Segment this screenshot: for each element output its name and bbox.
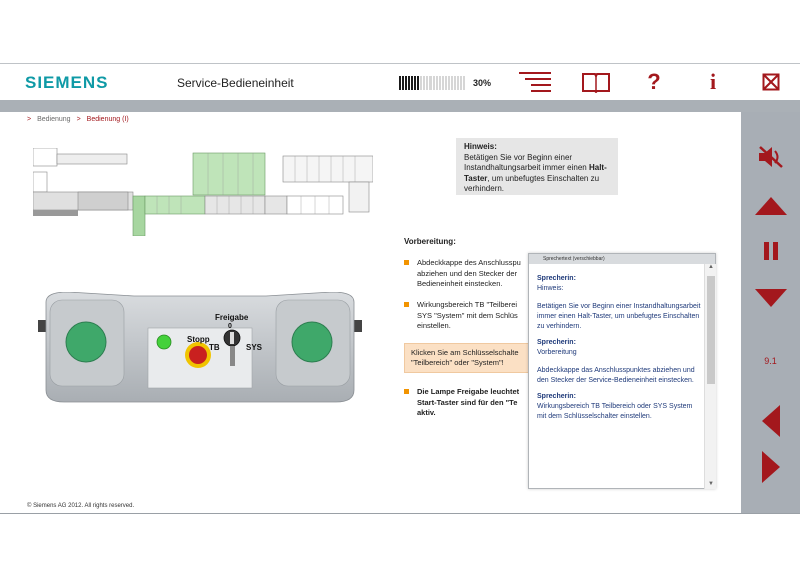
speaker-paragraph: Wirkungsbereich TB Teilbereich oder SYS … — [537, 403, 693, 420]
book-icon[interactable] — [580, 70, 612, 94]
speaker-heading: Sprecherin: — [537, 339, 576, 346]
hint-text-end: , um unbefugtes Einschalten zu verhinder… — [464, 173, 600, 194]
progress-segment — [441, 76, 444, 90]
hint-text: Betätigen Sie vor Beginn einer Instandha… — [464, 152, 587, 173]
progress-segment — [459, 76, 462, 90]
progress-segment — [405, 76, 408, 90]
service-operating-unit-illustration — [38, 292, 362, 403]
progress-segment — [438, 76, 441, 90]
up-arrow-icon[interactable] — [741, 196, 800, 216]
progress-bar — [399, 76, 466, 90]
speaker-heading: Sprecherin: — [537, 393, 576, 400]
progress-segment — [423, 76, 426, 90]
preparation-step: Abdeckkappe des Anschlusspu abziehen und… — [404, 258, 534, 290]
hint-box: Hinweis: Betätigen Sie vor Beginn einer … — [456, 138, 618, 195]
freigabe-zero-label: 0 — [228, 323, 232, 330]
page-title: Service-Bedieneinheit — [177, 76, 294, 90]
speaker-paragraph: Vorbereitung — [537, 349, 577, 356]
preparation-step: Wirkungsbereich TB "Teilberei SYS "Syste… — [404, 300, 534, 332]
progress-segment — [408, 76, 411, 90]
progress-segment — [402, 76, 405, 90]
menu-icon[interactable] — [517, 70, 553, 94]
progress-segment — [447, 76, 450, 90]
scroll-down-icon[interactable]: ▼ — [708, 481, 714, 487]
hint-title: Hinweis: — [464, 142, 497, 151]
progress-label: 30% — [473, 78, 492, 88]
copyright: © Siemens AG 2012. All rights reserved. — [27, 503, 135, 509]
speaker-heading: Sprecherin: — [537, 275, 576, 282]
bullet-icon — [404, 302, 409, 307]
progress-segment — [432, 76, 435, 90]
freigabe-label: Freigabe — [215, 313, 249, 322]
progress-segment — [399, 76, 402, 90]
siemens-logo: SIEMENS — [25, 73, 109, 92]
progress-segment — [435, 76, 438, 90]
speaker-panel-header[interactable]: Sprechertext (verschiebbar) — [529, 254, 715, 264]
progress-segment — [429, 76, 432, 90]
step-text: Wirkungsbereich TB "Teilberei SYS "Syste… — [417, 300, 518, 330]
down-arrow-icon[interactable] — [741, 288, 800, 308]
scroll-thumb[interactable] — [707, 276, 715, 384]
speaker-text-body: Sprecherin: Hinweis: Betätigen Sie vor B… — [537, 268, 701, 426]
speaker-paragraph: Hinweis: — [537, 285, 564, 292]
progress-segment — [426, 76, 429, 90]
breadcrumb-arrow-icon: > — [27, 116, 32, 123]
plant-layout-diagram — [33, 148, 373, 236]
pause-icon[interactable] — [741, 241, 800, 261]
scroll-up-icon[interactable]: ▲ — [708, 264, 714, 270]
stop-button[interactable] — [185, 342, 211, 368]
forward-icon[interactable] — [741, 450, 800, 484]
hint-bold-text: Halt-Taster — [464, 163, 607, 183]
speaker-text-panel[interactable]: Sprechertext (verschiebbar) Sprecherin: … — [528, 253, 716, 489]
preparation-step: Die Lampe Freigabe leuchtet Start-Taster… — [404, 387, 534, 419]
sys-label: SYS — [246, 343, 263, 352]
speaker-scrollbar[interactable]: ▲ ▼ — [704, 264, 716, 489]
progress-segment — [417, 76, 420, 90]
close-icon[interactable] — [760, 70, 782, 94]
progress-segment — [456, 76, 459, 90]
page-number: 9.1 — [764, 356, 777, 366]
breadcrumb: > Bedienung > Bedienung (I) — [27, 116, 129, 123]
mute-icon[interactable] — [741, 145, 800, 169]
bullet-icon — [404, 389, 409, 394]
step-text: Abdeckkappe des Anschlusspu abziehen und… — [417, 258, 521, 288]
info-icon[interactable]: i — [709, 69, 717, 94]
progress-segment — [444, 76, 447, 90]
preparation-title: Vorbereitung: — [404, 237, 456, 246]
tb-label: TB — [209, 343, 220, 352]
action-instruction: Klicken Sie am Schlüsselschalte "Teilber… — [404, 343, 532, 373]
progress-segment — [414, 76, 417, 90]
breadcrumb-current: Bedienung (I) — [86, 116, 129, 123]
footer-divider — [0, 513, 800, 514]
progress-segment — [420, 76, 423, 90]
key-switch[interactable] — [222, 330, 240, 348]
bullet-icon — [404, 260, 409, 265]
stopp-label: Stopp — [187, 335, 210, 344]
speaker-paragraph: Abdeckkappe das Anschlusspunktes abziehe… — [537, 367, 695, 384]
help-icon[interactable]: ? — [647, 69, 661, 94]
progress-segment — [411, 76, 414, 90]
progress-segment — [453, 76, 456, 90]
progress-segment — [450, 76, 453, 90]
breadcrumb-item[interactable]: Bedienung — [37, 116, 71, 123]
freigabe-lamp[interactable] — [153, 337, 167, 351]
speaker-paragraph: Betätigen Sie vor Beginn einer Instandha… — [537, 303, 701, 330]
back-icon[interactable] — [741, 404, 800, 438]
main-content: > Bedienung > Bedienung (I) — [0, 112, 741, 513]
breadcrumb-arrow-icon: > — [76, 116, 81, 123]
step-text: Die Lampe Freigabe leuchtet Start-Taster… — [417, 387, 520, 417]
right-sidebar: 9.1 — [741, 112, 800, 513]
progress-segment — [462, 76, 466, 90]
header-divider — [0, 100, 800, 112]
header-bar: SIEMENS Service-Bedieneinheit 30% ? i — [0, 63, 800, 100]
